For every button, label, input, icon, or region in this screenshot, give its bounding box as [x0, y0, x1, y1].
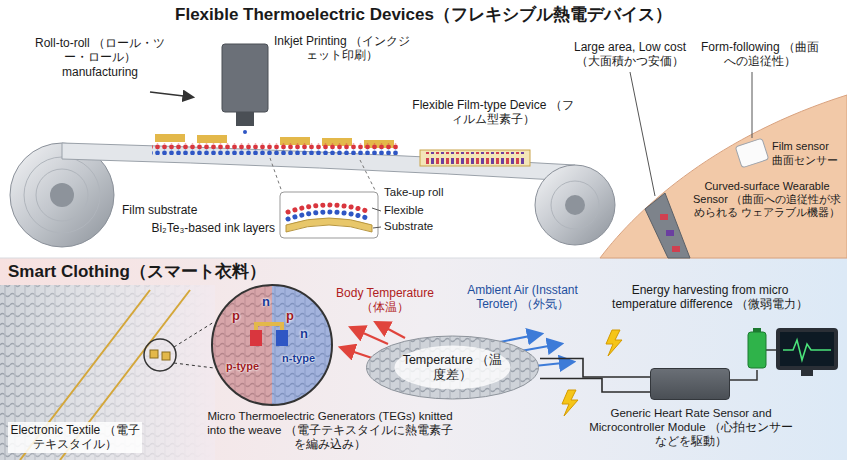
- heat-arrow: [352, 328, 388, 344]
- roll-layer: [551, 181, 599, 229]
- module-caption: Generic Heart Rate Sensor and Microcontr…: [586, 407, 796, 448]
- diagram-title: Flexible Thermoelectric Devices（フレキシブル熱電…: [0, 5, 847, 25]
- film-substrate: [62, 143, 575, 181]
- part-label: Film sensor: [772, 140, 829, 153]
- battery-symbol: [748, 332, 766, 368]
- inkjet-printer: [222, 44, 268, 112]
- part-label: Bi₂Te₃-based ink layers: [150, 221, 275, 235]
- wristband: [645, 193, 690, 258]
- electrode: [155, 134, 185, 142]
- leader-line: [630, 72, 655, 196]
- arm: [600, 95, 847, 258]
- lightning-symbol: [562, 390, 578, 416]
- teg-element: [150, 350, 158, 358]
- part-label: Curved-surface Wearable Sensor （曲面への追従性が…: [692, 180, 842, 220]
- p-ink-row: [152, 143, 398, 149]
- band-element: [672, 246, 680, 252]
- cool-tint: [272, 285, 332, 405]
- section-heading: Smart Clothing（スマート衣料）: [8, 262, 266, 282]
- textile-fade: [0, 285, 215, 460]
- module-box: Generic Heart Rate Sensor and Microcontr…: [650, 368, 730, 400]
- leader-line: [752, 72, 753, 138]
- band-element: [666, 230, 674, 236]
- n-leg: [276, 330, 288, 346]
- energy-label: Energy harvesting from micro temperature…: [610, 283, 810, 312]
- part-label: Film substrate: [122, 203, 197, 217]
- leader-line: [373, 227, 381, 228]
- callout-circle: [144, 339, 176, 371]
- electronic-textile: [0, 285, 215, 460]
- leader-line: [372, 208, 381, 211]
- fabric-shape: [367, 336, 539, 399]
- n-ink-row: [152, 149, 398, 155]
- part-label: Flexible Film-type Device （フィルム型素子）: [408, 98, 578, 127]
- film-sensor: [735, 138, 768, 168]
- type-label: n-type: [282, 352, 315, 365]
- process-label: Roll-to-roll （ロール・ツー・ロール） manufacturing: [25, 36, 175, 79]
- inset-substrate: [286, 218, 372, 232]
- inset-frame: [280, 192, 378, 238]
- part-label: Electronic Textile （電子テキスタイル）: [8, 422, 142, 453]
- type-letter: n: [300, 326, 308, 342]
- ink-drop: [243, 130, 247, 134]
- air-label: Ambient Air (Insstant Teroter) （外気）: [460, 283, 585, 312]
- take-up-roll: [535, 165, 615, 245]
- wire: [730, 370, 757, 380]
- print-nozzle: [236, 112, 254, 126]
- part-label: Take-up roll: [384, 186, 443, 200]
- heat-label: Body Temperature （体温）: [330, 286, 440, 315]
- top-ground: [0, 0, 847, 258]
- heartbeat-trace: [783, 340, 831, 360]
- part-label: 曲面センサー: [772, 154, 838, 167]
- bottom-ground: [0, 258, 847, 460]
- roll-core: [50, 183, 74, 207]
- teg-element: [162, 352, 170, 360]
- monitor-stand: [801, 370, 813, 376]
- band-element: [660, 214, 668, 220]
- wire: [766, 349, 776, 351]
- roll-layer: [24, 157, 100, 233]
- zoom-line: [174, 322, 214, 347]
- monitor: [776, 328, 838, 370]
- zoom-line: [174, 363, 214, 368]
- electrode: [256, 324, 282, 330]
- fabric-patch: Temperature （温度差）: [365, 335, 540, 400]
- type-letter: n: [262, 294, 270, 310]
- roll-layer: [36, 169, 88, 221]
- type-letter: p: [232, 308, 240, 324]
- wire-connector: [540, 359, 650, 378]
- zoom-line: [360, 160, 376, 192]
- layer-label: Substrate: [384, 220, 433, 234]
- zoom-line: [270, 158, 282, 192]
- direction-arrow: [150, 92, 192, 97]
- roll-core: [565, 195, 585, 215]
- zoom-circle: [212, 285, 332, 405]
- feature-label: Form-following （曲面への追従性）: [700, 40, 820, 69]
- type-label: p-type: [226, 360, 259, 373]
- zoom-weave: [212, 285, 332, 405]
- process-label: Inkjet Printing （インクジェット印刷）: [272, 34, 412, 63]
- wire-connector: [540, 379, 650, 393]
- device-elements: [424, 152, 526, 164]
- electrode: [197, 135, 227, 143]
- film-device: [420, 150, 530, 166]
- type-letter: p: [286, 308, 294, 324]
- battery-cap: [753, 328, 761, 332]
- warm-tint: [212, 285, 272, 405]
- monitor-screen: [780, 332, 834, 366]
- lightning-symbol: [606, 330, 622, 356]
- air-arrow: [500, 334, 540, 342]
- node-text: Temperature （温度差）: [403, 353, 503, 383]
- feature-label: Large area, Low cost （大面積かつ安価）: [565, 40, 695, 69]
- heat-arrow: [377, 323, 405, 338]
- p-leg: [250, 330, 262, 346]
- text-ground: [395, 346, 511, 390]
- layer-label: Flexible: [384, 204, 424, 218]
- zoom-content: [212, 285, 332, 405]
- part-label: Micro Thermoelectric Generators (TEGs) k…: [205, 410, 455, 451]
